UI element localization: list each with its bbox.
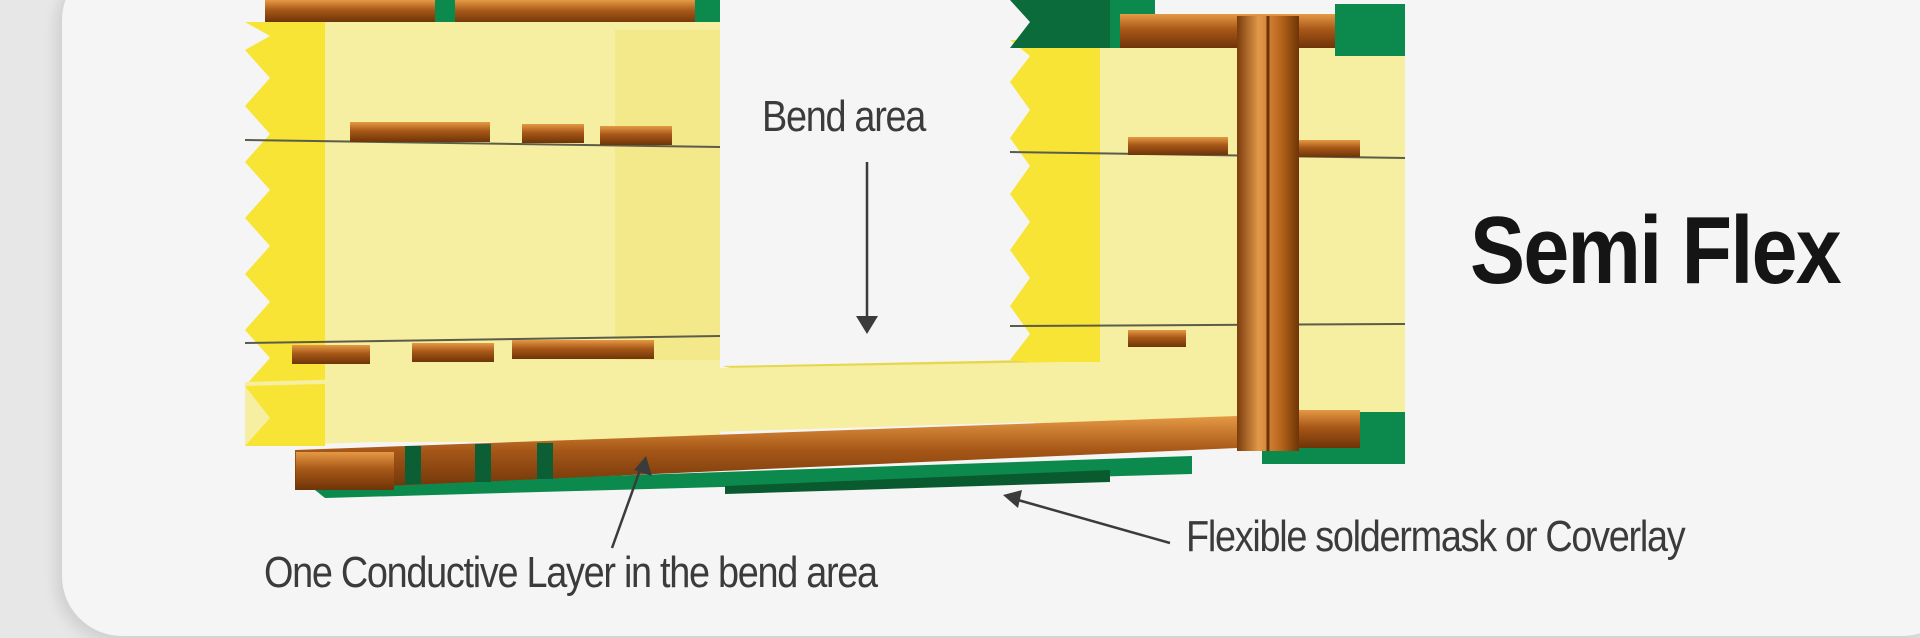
- flex-prepreg-edge: [245, 384, 325, 446]
- inner-copper-pad: [600, 126, 672, 145]
- left-break-edge: [245, 22, 325, 442]
- conductive-layer-label: One Conductive Layer in the bend area: [264, 548, 878, 597]
- right-break-edge: [1010, 40, 1100, 372]
- flex-copper-conductor: [295, 416, 1237, 490]
- inner-copper-pad: [292, 345, 370, 364]
- left-rigid-section: [244, 0, 721, 442]
- inner-copper-pad: [350, 122, 490, 142]
- inner-copper-pad: [412, 343, 494, 362]
- bottom-soldermask-gap: [475, 444, 491, 482]
- left-layer-line: [244, 139, 721, 148]
- bottom-soldermask-dark: [725, 470, 1110, 494]
- bottom-soldermask-gap: [537, 443, 553, 479]
- left-layer-line: [244, 335, 721, 344]
- left-prepreg-front-face: [615, 30, 720, 360]
- left-top-copper: [265, 0, 435, 22]
- bend-area-gap: [720, 0, 1035, 368]
- bend-area-label: Bend area: [762, 92, 926, 141]
- left-top-soldermask: [435, 0, 455, 22]
- soldermask-arrow: [1003, 490, 1171, 545]
- left-top-copper: [455, 0, 695, 24]
- conductive-layer-arrow: [610, 456, 652, 549]
- inner-copper-pad: [512, 340, 654, 359]
- inner-copper-pad: [1298, 140, 1360, 157]
- flex-prepreg: [245, 362, 1237, 446]
- left-bottom-copper: [296, 452, 394, 490]
- right-top-soldermask: [1335, 4, 1405, 56]
- diagram-title: Semi Flex: [1470, 197, 1842, 304]
- flex-layer: [245, 362, 1237, 498]
- right-top-soldermask: [1010, 0, 1110, 48]
- inner-copper-pad: [1128, 330, 1186, 347]
- soldermask-label: Flexible soldermask or Coverlay: [1186, 512, 1686, 561]
- bottom-soldermask-gap: [405, 446, 421, 484]
- bend-area-arrow: [856, 162, 878, 334]
- bottom-soldermask: [310, 456, 1192, 498]
- inner-copper-pad: [1128, 137, 1228, 155]
- right-layer-line: [1009, 323, 1406, 327]
- inner-copper-pad: [522, 124, 584, 143]
